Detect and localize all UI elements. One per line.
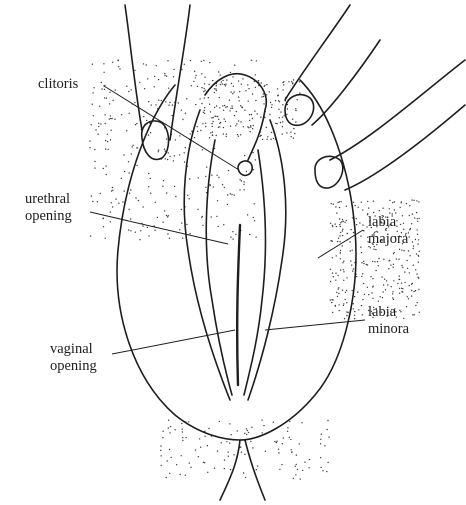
lower-thigh-contour: [220, 440, 265, 500]
right-fingernail-upper: [285, 95, 314, 126]
leader-labia-minora: [265, 320, 365, 330]
outer-body-outline: [117, 80, 356, 440]
leader-urethral: [90, 212, 228, 244]
vaginal-opening-line: [237, 225, 240, 385]
label-labia-minora: labia minora: [368, 304, 409, 338]
leader-clitoris: [104, 86, 239, 170]
right-hand-outline: [285, 5, 465, 190]
label-urethral-opening: urethral opening: [25, 191, 72, 225]
clitoris-glans: [238, 161, 252, 175]
leader-vaginal: [112, 330, 235, 354]
labia-minora-left: [184, 110, 232, 400]
label-vaginal-opening: vaginal opening: [50, 341, 97, 375]
right-fingernail-lower: [315, 156, 343, 188]
stipple-shading: [89, 60, 420, 480]
label-clitoris: clitoris: [38, 76, 78, 93]
left-thumbnail: [142, 121, 169, 160]
label-labia-majora: labia majora: [368, 214, 408, 248]
